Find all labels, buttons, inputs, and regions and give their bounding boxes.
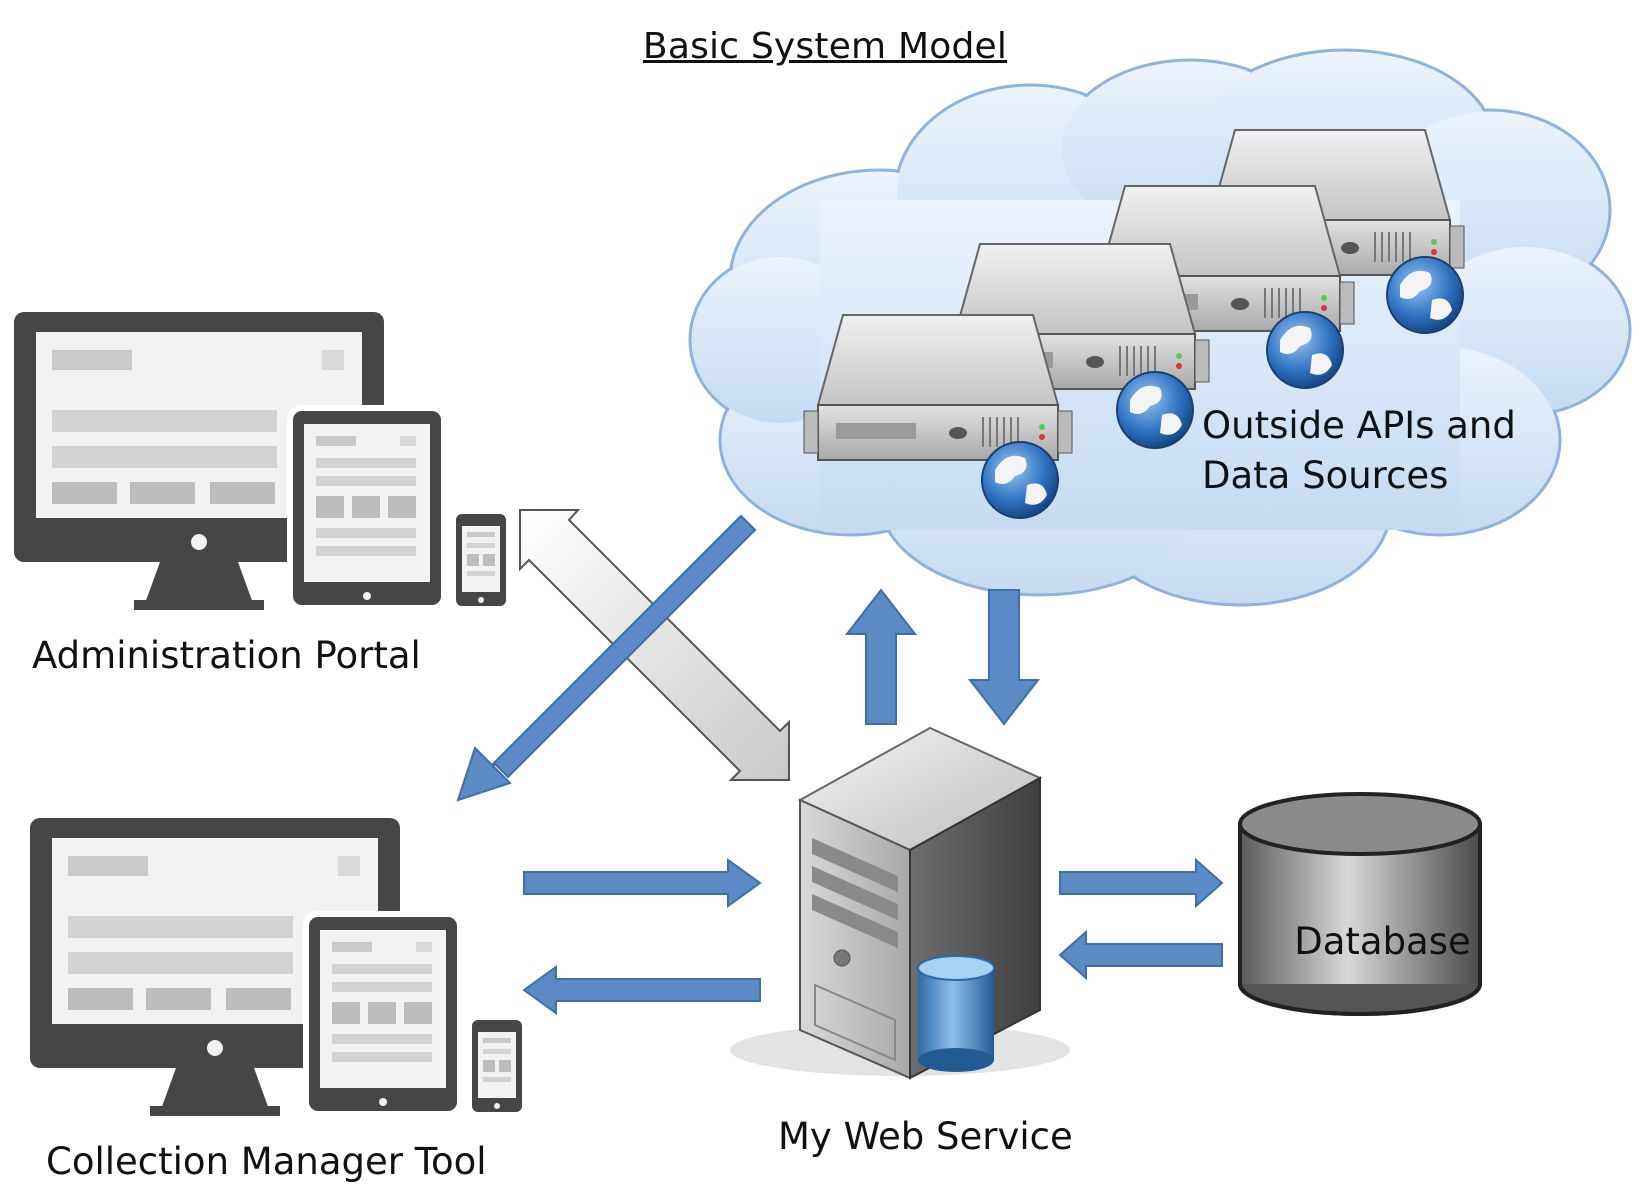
collection-manager-devices-icon	[30, 818, 526, 1117]
database-label: Database	[1294, 920, 1471, 963]
diagram-title: Basic System Model	[642, 26, 1008, 67]
arrow-webservice-to-database	[1059, 857, 1224, 909]
globe-icon	[981, 441, 1059, 519]
globe-icon	[1116, 371, 1194, 449]
admin-portal-devices-icon	[14, 312, 510, 611]
globe-icon	[1386, 256, 1464, 334]
arrow-webservice-to-collection-manager	[522, 965, 761, 1015]
arrow-webservice-to-cloud	[844, 588, 918, 725]
arrow-admin-webservice	[519, 509, 790, 781]
database-cylinder-icon	[1238, 792, 1482, 1016]
arrow-cloud-to-webservice	[967, 589, 1041, 726]
arrow-database-to-webservice	[1058, 929, 1223, 981]
arrow-collection-manager-to-webservice	[523, 858, 762, 908]
web-service-server-icon	[730, 726, 1070, 1080]
collection-manager-label: Collection Manager Tool	[46, 1140, 487, 1183]
outside-apis-label-line2: Data Sources	[1202, 454, 1449, 497]
admin-portal-label: Administration Portal	[32, 634, 421, 677]
outside-apis-label-line1: Outside APIs and	[1202, 404, 1516, 447]
arrow-cloud-to-collection-manager	[456, 514, 757, 802]
globe-icon	[1266, 311, 1344, 389]
rack-server-1	[803, 314, 1073, 461]
web-service-label: My Web Service	[778, 1115, 1073, 1158]
